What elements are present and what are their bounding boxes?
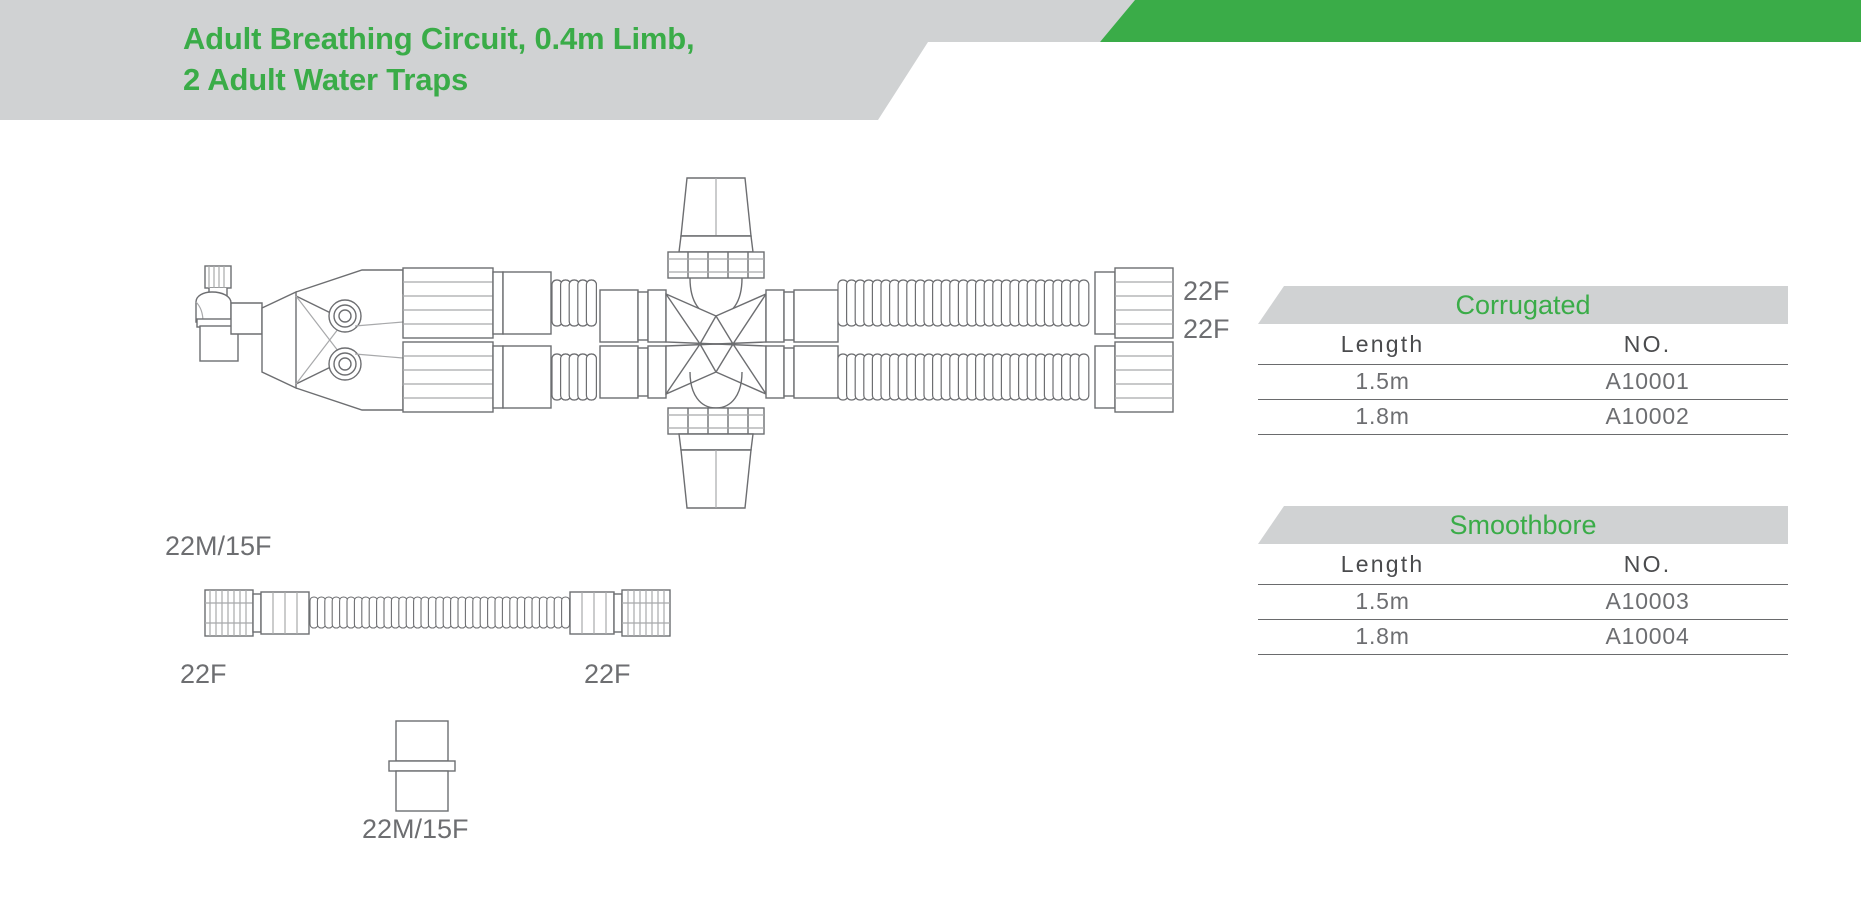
table-row: 1.5m A10001 [1258, 364, 1788, 400]
cell-no: A10002 [1507, 399, 1788, 435]
table-row: 1.5m A10003 [1258, 584, 1788, 620]
label-patient-connector: 22M/15F [165, 531, 272, 561]
limb-tube-assembly [204, 589, 671, 637]
header-green-strip [1100, 0, 1861, 42]
table-row: 1.8m A10004 [1258, 619, 1788, 655]
cell-length: 1.5m [1258, 584, 1508, 620]
table-header-row: Length NO. [1258, 326, 1788, 365]
corrugation-left-main-run [551, 279, 598, 401]
adapter-connector [388, 720, 456, 812]
page-title: Adult Breathing Circuit, 0.4m Limb, 2 Ad… [183, 21, 695, 97]
left-cuff-top [402, 267, 504, 339]
spec-table-corrugated: Corrugated Length NO. 1.5m A10001 1.8m A… [1258, 286, 1788, 435]
cell-length: 1.5m [1258, 364, 1508, 400]
water-trap-lower [667, 371, 765, 509]
cell-no: A10001 [1507, 364, 1788, 400]
table-header-corrugated: Corrugated [1258, 286, 1788, 324]
table-title-corrugated: Corrugated [1455, 289, 1591, 320]
column-header-no: NO. [1507, 326, 1788, 365]
table-header-shape [1258, 286, 1788, 324]
corrugation-right-top [837, 279, 1090, 327]
left-sleeve-top [502, 271, 552, 335]
column-header-no: NO. [1507, 546, 1788, 585]
header-banner [0, 0, 1861, 126]
cell-length: 1.8m [1258, 399, 1508, 435]
main-circuit-assembly [195, 177, 1174, 509]
column-header-length: Length [1258, 326, 1508, 365]
table-smoothbore-body: Length NO. 1.5m A10003 1.8m A10004 [1258, 546, 1788, 655]
water-trap-upper [667, 177, 765, 317]
table-title-smoothbore: Smoothbore [1449, 509, 1597, 540]
label-adapter: 22M/15F [362, 814, 469, 844]
breathing-circuit-drawing [195, 177, 1174, 812]
cell-length: 1.8m [1258, 619, 1508, 655]
table-corrugated-body: Length NO. 1.5m A10001 1.8m A10002 [1258, 326, 1788, 435]
table-header-shape [1258, 506, 1788, 544]
right-connector-bottom [1094, 341, 1174, 413]
corrugation-right-bottom [837, 353, 1090, 401]
spec-table-smoothbore: Smoothbore Length NO. 1.5m A10003 1.8m A… [1258, 506, 1788, 655]
label-limb-right: 22F [584, 659, 631, 689]
table-header-row: Length NO. [1258, 546, 1788, 585]
column-header-length: Length [1258, 546, 1508, 585]
label-machine-port-top: 22F [1183, 276, 1230, 306]
left-sleeve-bottom [502, 345, 552, 409]
cell-no: A10004 [1507, 619, 1788, 655]
water-trap-assembly [599, 177, 839, 509]
left-cuff-bottom [402, 341, 504, 413]
patient-wye-connector [195, 265, 404, 411]
product-diagram: 22M/15F 22F 22F 22F 22F 22M/15F [0, 126, 1250, 916]
corrugation-limb [309, 596, 571, 629]
label-machine-port-bottom: 22F [1183, 314, 1230, 344]
table-header-smoothbore: Smoothbore [1258, 506, 1788, 544]
header-gray-banner [0, 0, 1135, 120]
label-limb-left: 22F [180, 659, 227, 689]
cell-no: A10003 [1507, 584, 1788, 620]
right-connector-top [1094, 267, 1174, 339]
table-row: 1.8m A10002 [1258, 399, 1788, 435]
